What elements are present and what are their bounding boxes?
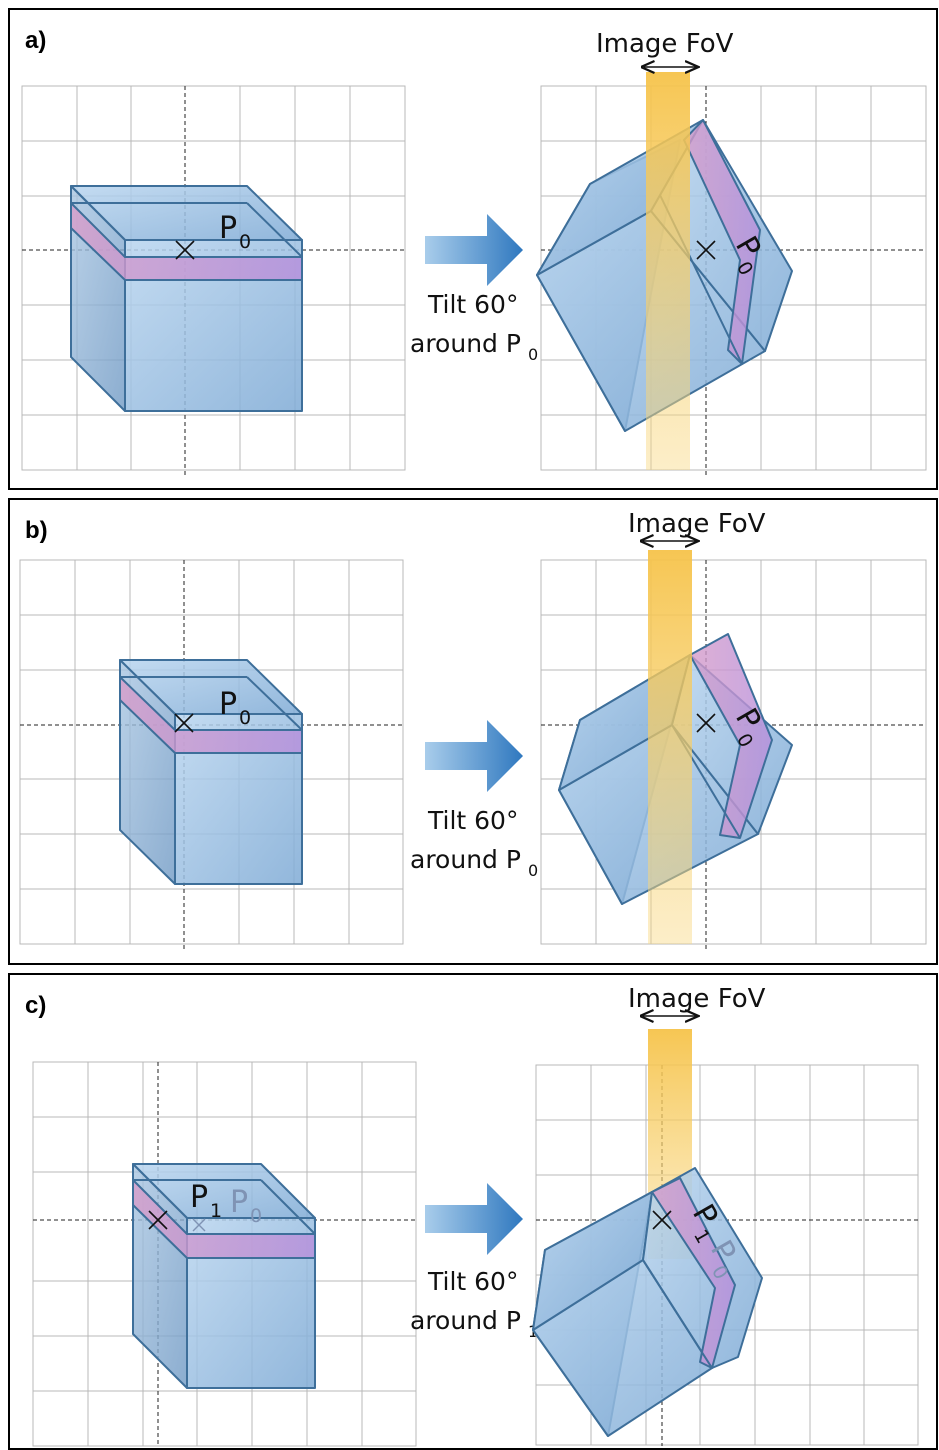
panel-c-tilt-arrow [425, 1183, 523, 1255]
panel-b-right-point-marker [696, 713, 716, 733]
panel-b-tilt-line2: around P [410, 845, 521, 874]
panel-a-tilt-line2: around P [410, 329, 521, 358]
panel-c-point-p1-sub: 1 [210, 1200, 222, 1222]
panel-b-label: b) [25, 517, 48, 544]
panel-c-left-layer [132, 1179, 316, 1259]
panel-c-tilt-line2: around P [410, 1306, 521, 1335]
panel-b: b) P 0 Tilt 60° around P 0 [8, 498, 938, 965]
panel-c-frame [8, 973, 938, 1450]
panel-b-left-layer [119, 676, 303, 754]
panel-c-point-p0-sub: 0 [250, 1205, 262, 1227]
panel-c-point-p0-label: P [230, 1185, 248, 1220]
panel-c-cube-tilted [532, 1167, 763, 1437]
panel-c-label: c) [25, 992, 46, 1019]
panel-b-fov-title: Image FoV [628, 509, 766, 539]
panel-c-point-p1-marker [148, 1210, 168, 1230]
panel-a-right-point-marker [696, 240, 716, 260]
panel-a-point-label: P [219, 211, 237, 246]
panel-b-tilt-sub: 0 [528, 861, 538, 880]
panel-a-point-sub: 0 [239, 231, 251, 253]
panel-c-point-p1-label: P [190, 1180, 208, 1215]
panel-c-point-p0-marker [192, 1218, 206, 1232]
panel-c-right-point-p1-marker [652, 1210, 672, 1230]
panel-a-cube-upright [70, 185, 303, 412]
panel-c-tilt-line1: Tilt 60° [427, 1267, 518, 1296]
panel-a-tilt-line1: Tilt 60° [427, 290, 518, 319]
panel-b-point-marker [174, 713, 194, 733]
panel-b-cube-upright [119, 659, 303, 885]
panel-a-fov-beam [646, 72, 690, 470]
panel-a-tilt-arrow [425, 214, 523, 286]
panel-c: c) P 1 P 0 Tilt 6 [8, 973, 938, 1450]
panel-b-point-label: P [219, 687, 237, 722]
panel-b-point-sub: 0 [239, 707, 251, 729]
panel-a-label: a) [25, 27, 46, 54]
panel-a-left-layer [70, 202, 303, 281]
panel-c-fov-title: Image FoV [628, 984, 766, 1014]
panel-a-point-marker [175, 240, 195, 260]
panel-a-tilt-sub: 0 [528, 345, 538, 364]
panel-b-frame [8, 498, 938, 965]
panel-b-fov-beam [648, 550, 692, 944]
panel-b-tilt-line1: Tilt 60° [427, 806, 518, 835]
panel-a: a) P 0 Tilt 60° around P 0 [8, 8, 938, 490]
panel-a-frame [8, 8, 938, 490]
panel-c-cube-upright [132, 1163, 316, 1389]
panel-b-tilt-arrow [425, 720, 523, 792]
panel-a-fov-title: Image FoV [596, 29, 734, 59]
